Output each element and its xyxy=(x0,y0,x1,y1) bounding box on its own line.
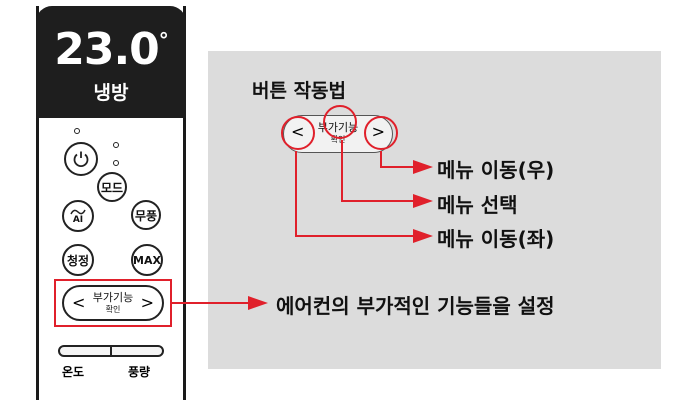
slider-divider xyxy=(110,345,112,357)
clean-button[interactable]: 청정 xyxy=(62,244,94,276)
left-callout-line xyxy=(295,151,415,237)
function-button-label: 부가기능 xyxy=(92,291,134,304)
mini-confirm-label: 확인 xyxy=(330,135,346,144)
fan-label: 풍량 xyxy=(128,365,151,379)
chevron-left-icon: < xyxy=(291,122,305,141)
power-icon xyxy=(73,151,89,168)
label-select: 메뉴 선택 xyxy=(437,193,518,217)
center-callout-circle xyxy=(323,105,357,139)
max-button[interactable]: MAX xyxy=(131,244,163,276)
mini-function-label: 부가기능 xyxy=(317,121,359,134)
no-wind-button[interactable]: 무풍 xyxy=(131,200,161,230)
remote-display: 23.0° 냉방 xyxy=(36,6,186,118)
indicator-dot xyxy=(113,160,119,166)
mode-readout: 냉방 xyxy=(93,82,129,104)
instruction-panel xyxy=(208,51,661,369)
center-callout-line xyxy=(341,140,415,202)
chevron-left-icon[interactable]: < xyxy=(72,293,86,312)
right-callout-circle xyxy=(364,116,398,150)
temp-fan-slider[interactable] xyxy=(58,345,164,357)
description-text: 에어컨의 부가적인 기능들을 설정 xyxy=(276,294,555,318)
confirm-label: 확인 xyxy=(105,305,121,314)
power-button[interactable] xyxy=(64,142,98,176)
panel-title: 버튼 작동법 xyxy=(252,80,347,102)
left-callout-circle xyxy=(281,116,315,150)
arrow-head xyxy=(413,160,433,174)
label-move-left: 메뉴 이동(좌) xyxy=(437,227,555,251)
chevron-right-icon: > xyxy=(371,122,385,141)
indicator-dot xyxy=(113,142,119,148)
arrow-head xyxy=(413,229,433,243)
ai-button[interactable]: AI xyxy=(62,200,94,232)
function-button-remote[interactable]: < 부가기능 확인 > xyxy=(62,285,164,321)
arrow-head xyxy=(413,194,433,208)
arrow-head xyxy=(248,296,268,310)
temperature-readout: 23.0° xyxy=(54,24,169,75)
temp-label: 온도 xyxy=(62,365,85,379)
highlight-box xyxy=(54,279,172,327)
indicator-dot xyxy=(74,128,80,134)
mode-button[interactable]: 모드 xyxy=(97,172,127,202)
label-move-right: 메뉴 이동(우) xyxy=(437,158,555,182)
right-callout-line xyxy=(380,151,415,168)
chevron-right-icon[interactable]: > xyxy=(140,293,154,312)
ai-wave-icon xyxy=(70,209,86,215)
